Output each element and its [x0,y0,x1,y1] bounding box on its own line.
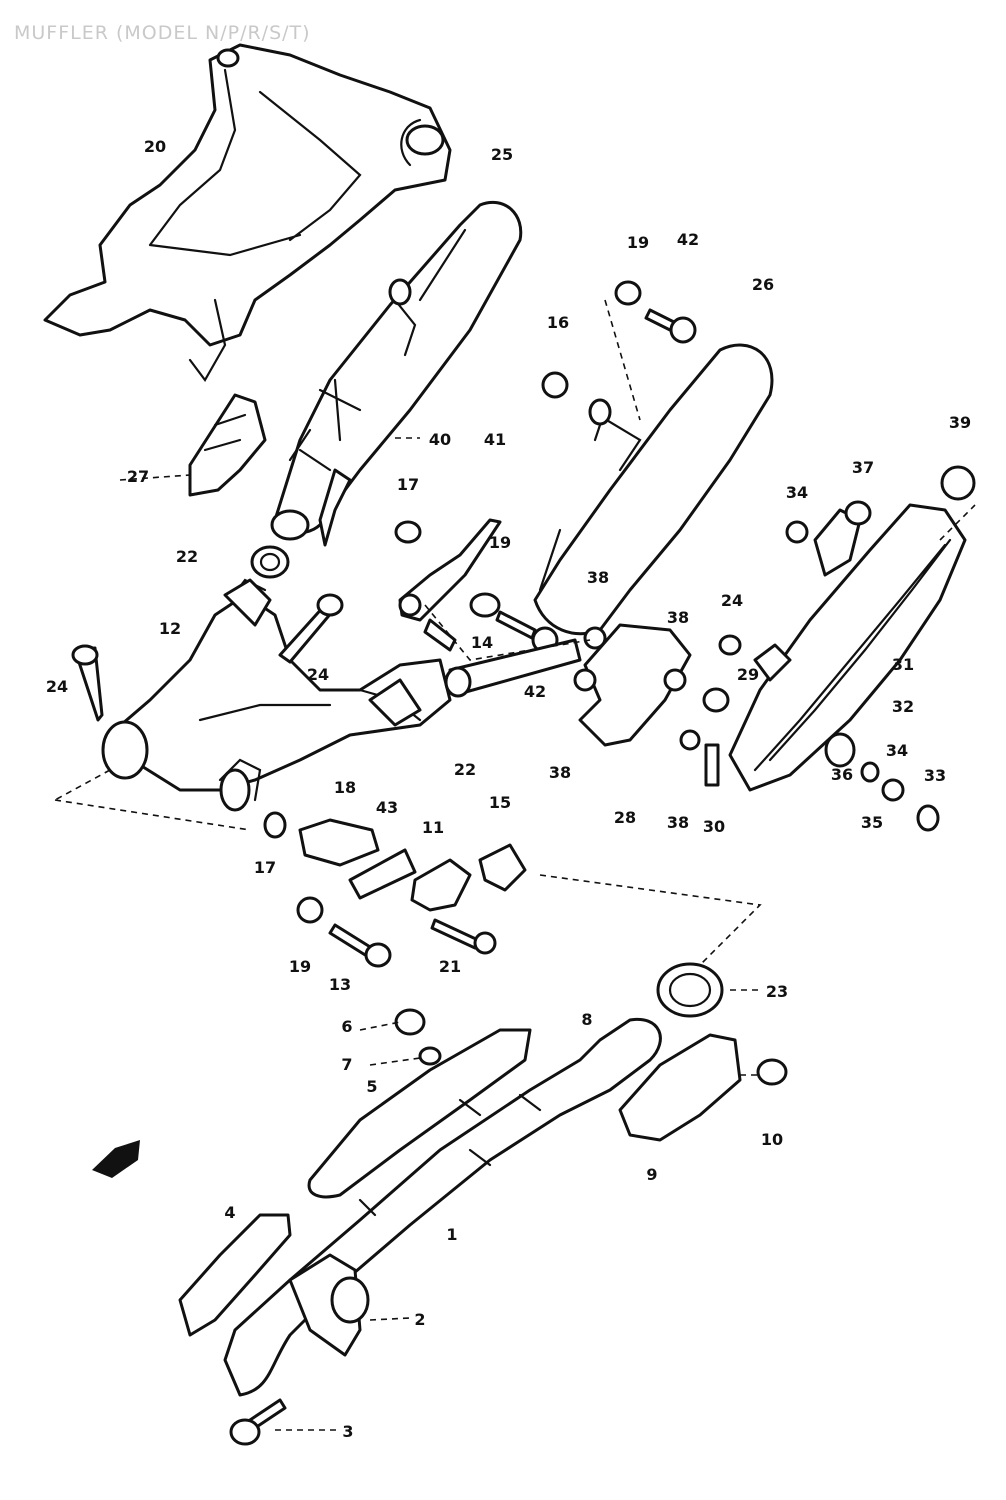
callout-23: 23 [766,982,788,1001]
callout-27: 27 [127,467,149,486]
callout-7: 7 [341,1055,352,1074]
callout-18: 18 [334,778,356,797]
part-20-cover [43,43,452,382]
callout-26: 26 [752,275,774,294]
callout-9: 9 [646,1165,657,1184]
callout-40: 40 [429,430,451,449]
callout-28: 28 [614,808,636,827]
part-28-bracket [573,623,692,747]
callout-14: 14 [471,633,493,652]
callout-34: 34 [886,741,908,760]
callout-8: 8 [581,1010,592,1029]
callout-13: 13 [329,975,351,994]
part-24-bolts [71,593,742,722]
part-22-sleeve [444,638,582,698]
part-5-cover [307,1028,532,1199]
callout-10: 10 [761,1130,783,1149]
callout-15: 15 [489,793,511,812]
callout-39: 39 [949,413,971,432]
callout-17: 17 [254,858,276,877]
callout-22: 22 [176,547,198,566]
part-41-bracket [394,518,502,652]
part-26-muffler [533,343,774,636]
part-27-bracket [188,393,267,497]
callout-20: 20 [144,137,166,156]
part-small-fasteners-right [679,465,976,832]
callout-19: 19 [627,233,649,252]
callout-22: 22 [454,760,476,779]
part-25-muffler [270,201,523,547]
callout-30: 30 [703,817,725,836]
part-3-bolt [229,1398,287,1446]
callout-17: 17 [397,475,419,494]
callout-42: 42 [677,230,699,249]
callout-11: 11 [422,818,444,837]
callout-3: 3 [342,1422,353,1441]
part-1-exhaust-pipe [223,1017,662,1397]
part-4-shield [178,1213,292,1337]
part-12-collector [101,578,452,812]
callout-19: 19 [289,957,311,976]
callout-12: 12 [159,619,181,638]
callout-labels: 20 25 19 42 26 16 27 40 41 17 39 37 34 2… [46,137,971,1441]
callout-33: 33 [924,766,946,785]
callout-38: 38 [549,763,571,782]
part-6-7-fasteners [394,1008,442,1066]
callout-38: 38 [667,608,689,627]
callout-24: 24 [307,665,329,684]
leader-lines [54,299,976,1431]
callout-38: 38 [587,568,609,587]
callout-16: 16 [547,313,569,332]
part-9-cover [618,1033,742,1142]
part-16-19-42 [541,280,697,399]
callout-31: 31 [892,655,914,674]
page-title: MUFFLER (MODEL N/P/R/S/T) [14,22,311,44]
front-arrow-icon [92,1140,140,1178]
callout-36: 36 [831,765,853,784]
callout-6: 6 [341,1017,352,1036]
part-31-32-protector [728,503,967,792]
part-23-band [656,962,724,1018]
callout-35: 35 [861,813,883,832]
callout-2: 2 [414,1310,425,1329]
callout-42: 42 [524,682,546,701]
callout-1: 1 [446,1225,457,1244]
callout-4: 4 [224,1203,235,1222]
callout-38: 38 [667,813,689,832]
callout-37: 37 [852,458,874,477]
callout-43: 43 [376,798,398,817]
part-10-fastener [756,1058,788,1086]
callout-29: 29 [737,665,759,684]
callout-24: 24 [721,591,743,610]
callout-34: 34 [786,483,808,502]
callout-5: 5 [366,1077,377,1096]
callout-41: 41 [484,430,506,449]
callout-21: 21 [439,957,461,976]
callout-24: 24 [46,677,68,696]
callout-19: 19 [489,533,511,552]
part-lower-brackets [263,811,527,968]
part-2-flange [288,1253,370,1357]
callout-32: 32 [892,697,914,716]
part-22-ring-upper [250,545,290,579]
callout-25: 25 [491,145,513,164]
